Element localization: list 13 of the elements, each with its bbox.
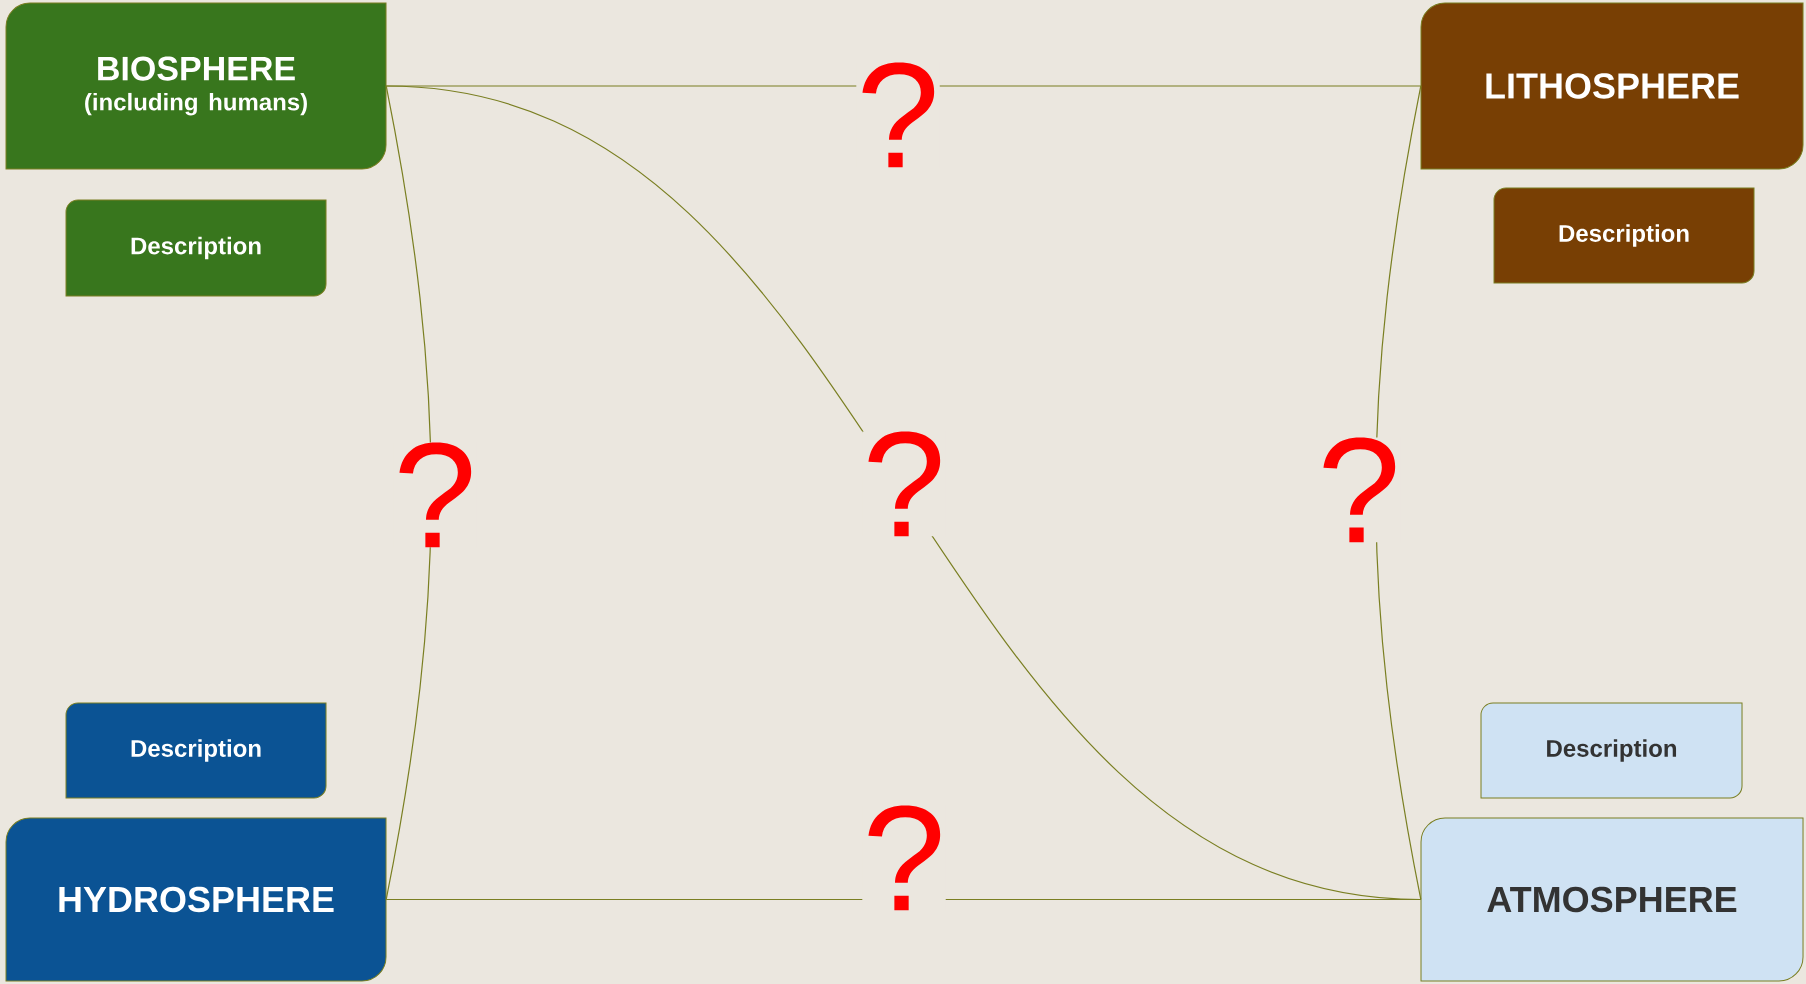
connector-line bbox=[385, 898, 1422, 901]
description-box: Description bbox=[1480, 702, 1743, 799]
question-mark: ? bbox=[393, 442, 477, 548]
description-box: Description bbox=[1493, 187, 1755, 284]
sphere-box: ATMOSPHERE bbox=[1420, 817, 1804, 982]
question-mark: ? bbox=[862, 805, 946, 911]
sphere-box: LITHOSPHERE bbox=[1420, 2, 1804, 170]
question-mark: ? bbox=[1317, 437, 1401, 543]
description-box: Description bbox=[65, 702, 327, 799]
sphere-box: HYDROSPHERE bbox=[5, 817, 387, 982]
question-mark: ? bbox=[856, 62, 940, 168]
question-mark: ? bbox=[862, 431, 946, 537]
description-box: Description bbox=[65, 199, 327, 297]
